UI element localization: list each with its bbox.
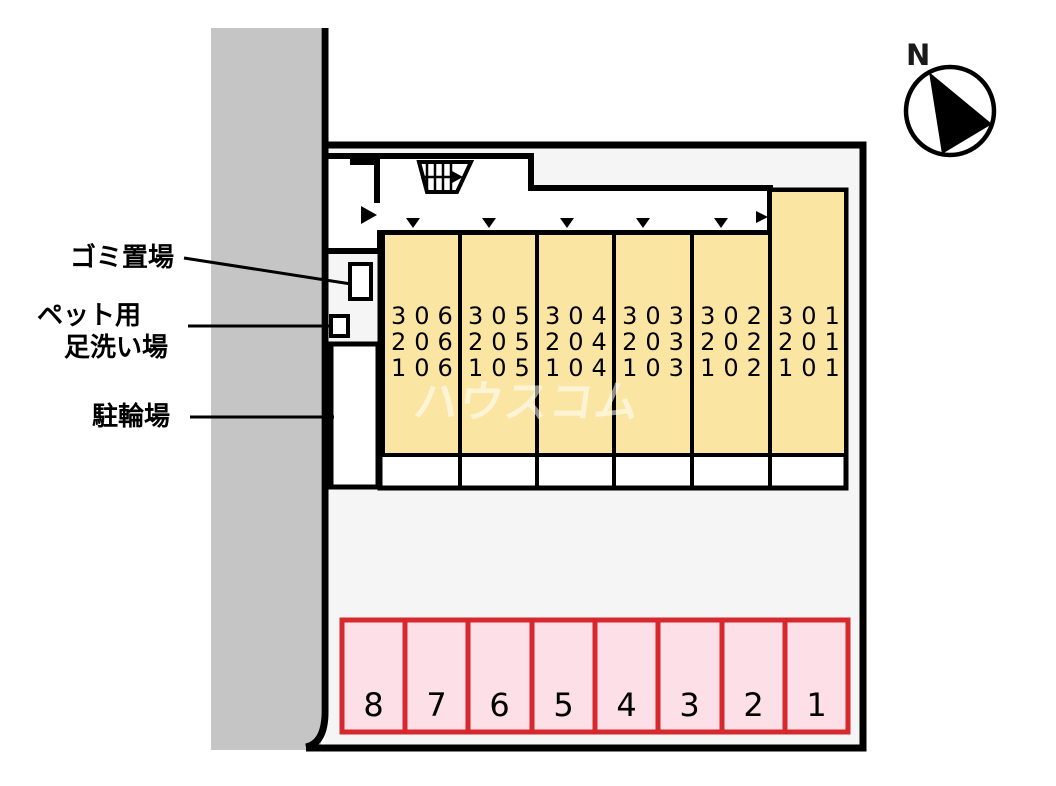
parking-space-number: 2 xyxy=(743,686,764,724)
unit-cell-104-304 xyxy=(535,231,616,457)
unit-numbers-column: 303 203 103 xyxy=(614,303,692,381)
parking-space-number: 7 xyxy=(426,686,447,724)
pet-wash-label-line1: ペット用 xyxy=(37,301,142,331)
wall-notch xyxy=(350,153,378,165)
unit-numbers-column: 301 201 101 xyxy=(770,303,846,381)
unit-number: 106 xyxy=(391,354,461,382)
parking-space-number: 4 xyxy=(616,686,637,724)
unit-number: 203 xyxy=(622,328,692,356)
door-arrow-icon xyxy=(714,218,728,228)
unit-number: 104 xyxy=(545,354,615,382)
unit-number: 304 xyxy=(545,302,615,330)
bicycle-parking-label: 駐輪場 xyxy=(92,402,171,432)
unit-numbers-column: 304 204 104 xyxy=(537,303,614,381)
stair-arrow-icon xyxy=(452,171,463,183)
parking-space-number: 6 xyxy=(489,686,510,724)
unit-number: 101 xyxy=(778,354,848,382)
interior-wall xyxy=(374,153,380,203)
unit-number: 305 xyxy=(468,302,538,330)
balcony-dividers xyxy=(458,455,772,488)
unit-number: 204 xyxy=(545,328,615,356)
road-strip xyxy=(211,28,321,750)
unit-numbers-column: 305 205 105 xyxy=(460,303,537,381)
parking-space-number: 5 xyxy=(553,686,574,724)
corridor-arrow-right-end-icon xyxy=(756,211,768,223)
parking-space-number: 1 xyxy=(806,686,827,724)
site-boundary xyxy=(306,141,867,752)
unit-cell-102-302 xyxy=(690,231,772,457)
pet-wash-label-line2: 足洗い場 xyxy=(64,333,169,363)
unit-number: 306 xyxy=(391,302,461,330)
unit-numbers-column: 306 206 106 xyxy=(383,303,460,381)
unit-cell-106-306 xyxy=(381,231,462,457)
garbage-area-box xyxy=(348,262,373,301)
site-boundary-left xyxy=(304,28,329,751)
unit-number: 102 xyxy=(700,354,770,382)
door-arrow-icon xyxy=(560,218,574,228)
unit-number: 202 xyxy=(700,328,770,356)
bicycle-parking-box xyxy=(328,341,381,490)
unit-cell-103-303 xyxy=(612,231,694,457)
parking-space-number: 8 xyxy=(363,686,384,724)
unit-number: 103 xyxy=(622,354,692,382)
unit-cell-101-301 xyxy=(768,188,848,457)
unit-number: 301 xyxy=(778,302,848,330)
corridor-arrow-right-start-icon xyxy=(361,206,377,224)
pet-wash-box xyxy=(329,314,350,338)
unit-cell-105-305 xyxy=(458,231,539,457)
parking-space-number: 3 xyxy=(679,686,700,724)
compass-north-label: N xyxy=(906,38,931,72)
unit-number: 206 xyxy=(391,328,461,356)
door-arrow-icon xyxy=(636,218,650,228)
unit-number: 105 xyxy=(468,354,538,382)
unit-number: 302 xyxy=(700,302,770,330)
unit-numbers-column: 302 202 102 xyxy=(692,303,770,381)
door-arrow-icon xyxy=(482,218,496,228)
door-arrow-icon xyxy=(406,218,420,228)
unit-number: 303 xyxy=(622,302,692,330)
unit-number: 205 xyxy=(468,328,538,356)
compass-icon xyxy=(903,64,997,158)
garbage-area-label: ゴミ置場 xyxy=(70,243,175,273)
staircase-icon xyxy=(416,160,475,194)
unit-number: 201 xyxy=(778,328,848,356)
